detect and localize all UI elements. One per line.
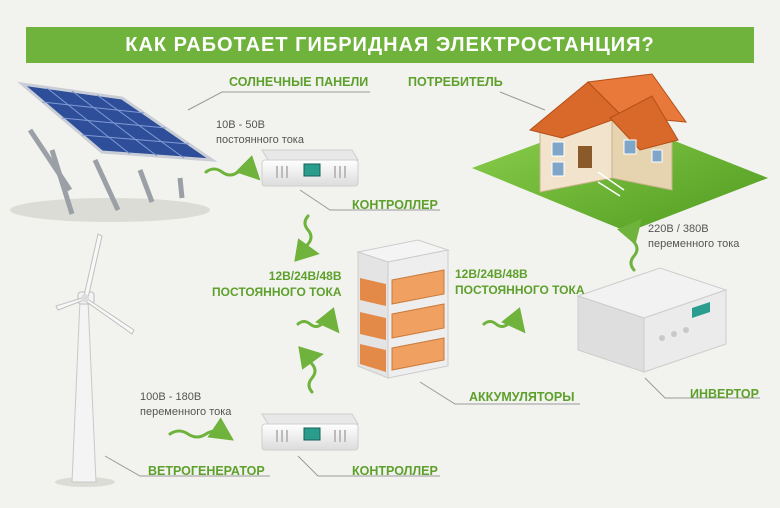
label-wind-generator: ВЕТРОГЕНЕРАТОР (148, 464, 265, 478)
battery-rack-icon (356, 239, 450, 379)
spec-inverter-current: переменного тока (648, 238, 740, 250)
wavy-arrow-icon (298, 346, 324, 394)
flow-arrows (168, 155, 642, 441)
wavy-arrow-icon (296, 307, 340, 334)
spec-battery-in-voltage: 12В/24В/48В (268, 269, 342, 283)
spec-battery-in: 12В/24В/48В ПОСТОЯННОГО ТОКА (212, 268, 342, 300)
label-inverter: ИНВЕРТОР (690, 387, 759, 401)
spec-solar-current: постоянного тока (216, 134, 304, 146)
label-controller-bottom: КОНТРОЛЛЕР (352, 464, 438, 478)
wind-turbine-icon (55, 233, 135, 487)
spec-battery-out-current: ПОСТОЯННОГО ТОКА (455, 283, 585, 297)
label-consumer: ПОТРЕБИТЕЛЬ (408, 75, 503, 89)
spec-inverter-voltage: 220В / 380В (648, 223, 709, 235)
label-controller-top: КОНТРОЛЛЕР (352, 198, 438, 212)
spec-battery-out: 12В/24В/48В ПОСТОЯННОГО ТОКА (455, 266, 585, 298)
controller-icon (261, 149, 359, 187)
spec-inverter: 220В / 380В переменного тока (648, 222, 739, 252)
wavy-arrow-icon (168, 417, 234, 441)
diagram-title: КАК РАБОТАЕТ ГИБРИДНАЯ ЭЛЕКТРОСТАНЦИЯ? (26, 27, 754, 63)
spec-wind: 100В - 180В переменного тока (140, 390, 231, 420)
wavy-arrow-icon (204, 155, 261, 181)
spec-solar-voltage: 10В - 50В (216, 119, 265, 131)
label-batteries: АККУМУЛЯТОРЫ (469, 390, 575, 404)
house-icon (472, 73, 768, 232)
wavy-arrow-icon (617, 218, 642, 272)
spec-battery-out-voltage: 12В/24В/48В (455, 267, 528, 281)
leader-lines (104, 91, 760, 477)
inverter-icon (576, 267, 728, 373)
controller-icon (261, 413, 359, 451)
spec-solar: 10В - 50В постоянного тока (216, 118, 304, 148)
wavy-arrow-icon (294, 214, 320, 262)
label-solar-panels: СОЛНЕЧНЫЕ ПАНЕЛИ (229, 75, 369, 89)
spec-wind-current: переменного тока (140, 406, 232, 418)
spec-battery-in-current: ПОСТОЯННОГО ТОКА (212, 285, 342, 299)
solar-panel-icon (10, 81, 218, 222)
spec-wind-voltage: 100В - 180В (140, 391, 202, 403)
wavy-arrow-icon (482, 307, 526, 334)
